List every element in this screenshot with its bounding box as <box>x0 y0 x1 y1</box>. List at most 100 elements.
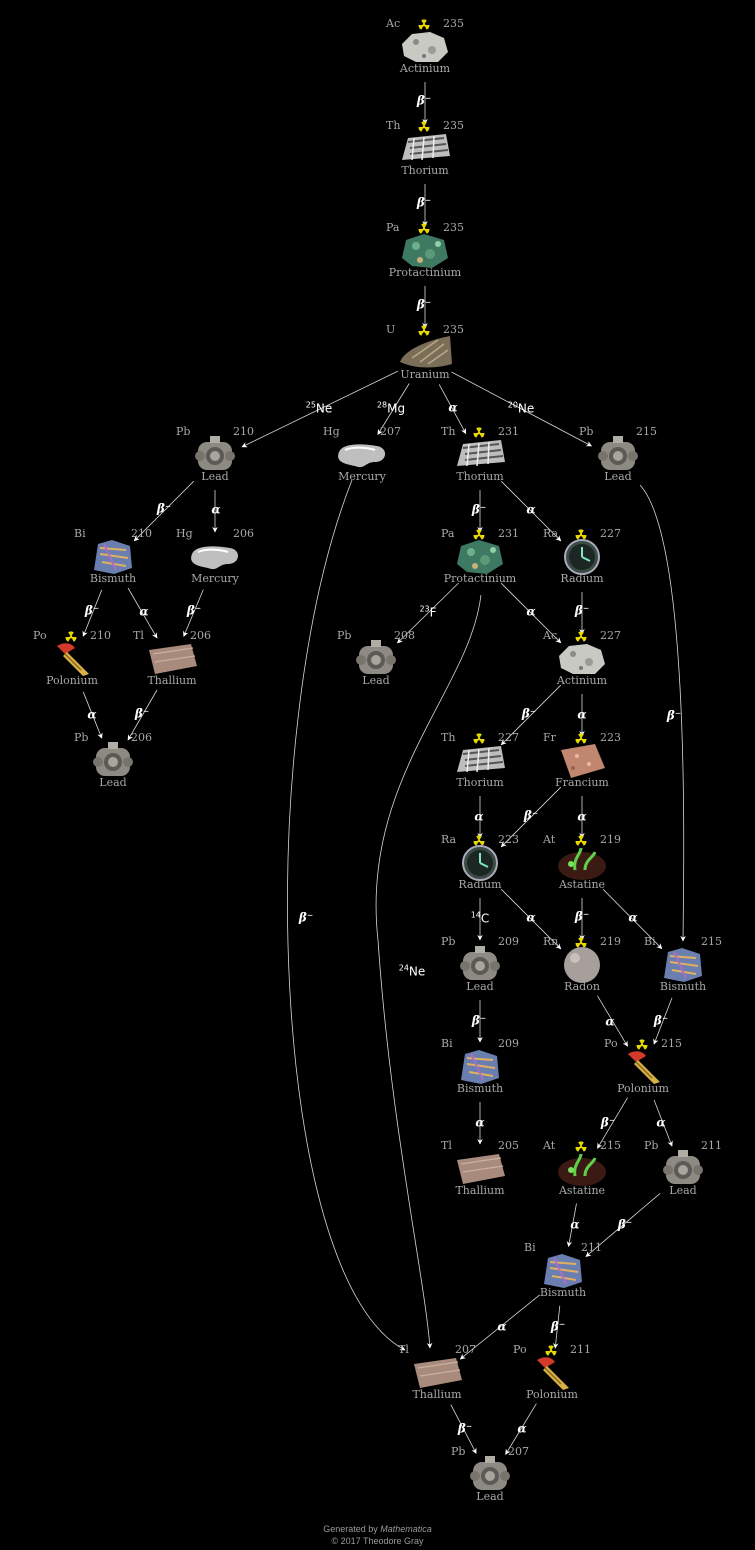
edge-bi210-po210 <box>82 589 103 637</box>
element-symbol: Hg <box>323 425 340 438</box>
credit-footer: Generated by Mathematica © 2017 Theodore… <box>0 1523 755 1547</box>
element-symbol: Po <box>604 1037 618 1050</box>
bismuth-crystal-icon <box>86 538 140 576</box>
element-symbol: U <box>386 323 396 336</box>
francium-cube-icon <box>555 742 609 780</box>
element-name: Thallium <box>412 1388 462 1401</box>
radiation-icon <box>575 1140 587 1152</box>
element-name: Protactinium <box>443 572 517 585</box>
radium-watch-icon <box>453 844 507 882</box>
edge-label-po210-pb206: α <box>87 707 97 722</box>
element-name: Lead <box>99 776 127 789</box>
mass-number: 219 <box>600 935 621 948</box>
nucleon-number: 25 <box>305 400 316 410</box>
thorium-metal-icon <box>453 742 507 780</box>
bismuth-crystal-icon <box>656 946 710 984</box>
credit-prefix: Generated by <box>323 1524 381 1534</box>
element-symbol: At <box>543 1139 556 1152</box>
edge-po215-pb211 <box>653 1099 673 1147</box>
emitted-particle: F <box>429 605 437 620</box>
uranium-metal-icon <box>398 334 452 372</box>
polonium-brush-icon <box>525 1354 579 1392</box>
edge-label-fr223-at219: α <box>577 809 587 824</box>
element-name: Lead <box>362 674 390 687</box>
element-name: Lead <box>476 1490 504 1503</box>
element-name: Polonium <box>617 1082 669 1095</box>
radiation-icon <box>575 936 587 948</box>
element-symbol: Rn <box>543 935 559 948</box>
element-name: Radium <box>560 572 604 585</box>
edge-label-at215-bi211: α <box>570 1217 580 1232</box>
mass-number: 235 <box>443 221 464 234</box>
lead-cube-icon <box>86 742 140 780</box>
edge-po211-pb207 <box>505 1403 537 1455</box>
radiation-icon <box>418 222 430 234</box>
element-symbol: Ra <box>543 527 559 540</box>
mass-number: 235 <box>443 17 464 30</box>
edge-po210-pb206 <box>82 691 103 739</box>
edge-label-pa231-pb208: 23F <box>419 603 436 620</box>
edge-label-pb210-hg206: α <box>211 502 221 517</box>
mass-number: 227 <box>600 527 621 540</box>
edge-label-at219-rn219: β⁻ <box>574 909 590 924</box>
protactinium-mineral-icon <box>453 538 507 576</box>
lead-cube-icon <box>656 1150 710 1188</box>
element-symbol: Ac <box>543 629 558 642</box>
element-name: Radium <box>458 878 502 891</box>
nucleon-number: 24 <box>398 963 409 973</box>
element-name: Protactinium <box>388 266 462 279</box>
edge-label-u235-pb210: 25Ne <box>306 399 333 416</box>
mass-number: 208 <box>394 629 415 642</box>
thorium-metal-icon <box>398 130 452 168</box>
edge-label-tl207-pb207: β⁻ <box>457 1421 473 1436</box>
edge-tl206-pb206 <box>127 689 158 741</box>
element-name: Thallium <box>455 1184 505 1197</box>
mass-number: 211 <box>581 1241 602 1254</box>
element-name: Thorium <box>456 776 504 789</box>
element-name: Thorium <box>401 164 449 177</box>
edge-bi210-tl206 <box>127 587 158 639</box>
element-symbol: Pb <box>644 1139 659 1152</box>
thorium-metal-icon <box>453 436 507 474</box>
edge-label-at219-bi215: α <box>628 910 638 925</box>
element-name: Uranium <box>400 368 450 381</box>
edge-label-pa231-tl207: 24Ne <box>399 962 426 979</box>
element-symbol: Pb <box>74 731 89 744</box>
element-symbol: Bi <box>524 1241 536 1254</box>
radiation-icon <box>473 732 485 744</box>
edge-u235-hg207 <box>377 383 410 435</box>
emitted-particle: Ne <box>315 401 333 416</box>
radiation-icon <box>418 120 430 132</box>
mass-number: 231 <box>498 527 519 540</box>
element-name: Thallium <box>147 674 197 687</box>
mass-number: 210 <box>233 425 254 438</box>
credit-line-1: Generated by Mathematica <box>0 1523 755 1535</box>
element-name: Mercury <box>338 470 386 483</box>
element-symbol: Pb <box>176 425 191 438</box>
element-symbol: Pa <box>386 221 400 234</box>
mass-number: 215 <box>701 935 722 948</box>
edge-label-po215-at215: β⁻ <box>600 1115 616 1130</box>
edge-label-th231-ra227: α <box>526 502 536 517</box>
edge-label-u235-pb215: 20Ne <box>508 399 535 416</box>
element-name: Francium <box>555 776 609 789</box>
radiation-icon <box>575 834 587 846</box>
element-name: Bismuth <box>659 980 707 993</box>
lead-cube-icon <box>463 1456 517 1494</box>
mass-number: 207 <box>508 1445 529 1458</box>
edge-label-th231-pa231: β⁻ <box>471 502 487 517</box>
